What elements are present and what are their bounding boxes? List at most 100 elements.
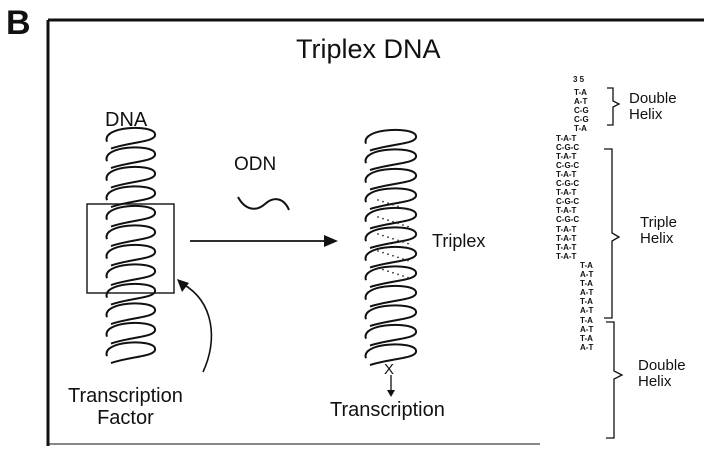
helix-turn bbox=[107, 342, 156, 363]
base-pair-triple: T-A-T bbox=[556, 171, 576, 179]
third-strand-dot bbox=[387, 236, 389, 238]
third-strand-dot bbox=[407, 260, 409, 262]
third-strand-dot bbox=[392, 238, 394, 240]
third-strand-dot bbox=[377, 233, 379, 235]
dna-double-helix bbox=[107, 128, 156, 363]
helix-turn bbox=[366, 227, 417, 248]
helix-turn bbox=[107, 303, 156, 324]
third-strand-dot bbox=[402, 258, 404, 260]
triple-line1: Triple bbox=[640, 215, 677, 231]
helix-turn bbox=[366, 188, 417, 209]
helix-turn bbox=[366, 305, 417, 326]
triple-line2: Helix bbox=[640, 231, 677, 247]
third-strand-dot bbox=[387, 270, 389, 272]
triple-helix-label: Triple Helix bbox=[640, 215, 677, 247]
third-strand-dot bbox=[397, 240, 399, 242]
helix-turn bbox=[107, 147, 156, 168]
third-strand-dot bbox=[387, 202, 389, 204]
base-pair-triple: T-A-T bbox=[556, 207, 576, 215]
third-strand-dot bbox=[392, 272, 394, 274]
third-strand-dot bbox=[382, 235, 384, 237]
triplex-label: Triplex bbox=[432, 232, 485, 250]
third-strand-dot bbox=[392, 255, 394, 257]
top-double-line2: Helix bbox=[629, 107, 677, 123]
helix-turn bbox=[107, 264, 156, 285]
third-strand-dot bbox=[382, 269, 384, 271]
third-strand-dot bbox=[377, 199, 379, 201]
base-pair-bottom-double: T-A bbox=[580, 335, 593, 343]
bracket-bottom-double bbox=[606, 322, 622, 438]
panel-frame bbox=[48, 20, 704, 446]
transcription-factor-line2: Factor bbox=[68, 407, 183, 429]
base-pair-bottom-double: A-T bbox=[580, 271, 593, 279]
helix-turn bbox=[366, 130, 417, 151]
third-strand-dot bbox=[377, 267, 379, 269]
odn-strand bbox=[238, 197, 289, 210]
dna-label: DNA bbox=[105, 110, 147, 130]
third-strand-dot bbox=[377, 250, 379, 252]
base-pair-top-double: T-A bbox=[574, 89, 587, 97]
base-pair-top-double: C-G bbox=[574, 107, 589, 115]
base-pair-triple: C-G-C bbox=[556, 198, 579, 206]
binding-arrowhead bbox=[324, 235, 338, 247]
third-strand-dot bbox=[407, 226, 409, 228]
third-strand-dot bbox=[407, 277, 409, 279]
third-strand-dot bbox=[382, 252, 384, 254]
base-pair-triple: C-G-C bbox=[556, 144, 579, 152]
base-pair-top-double: T-A bbox=[574, 125, 587, 133]
third-strand-dot bbox=[402, 207, 404, 209]
triplex-helix bbox=[366, 130, 417, 365]
base-pair-triple: T-A-T bbox=[556, 253, 576, 261]
third-strand-dot bbox=[402, 275, 404, 277]
base-pair-triple: T-A-T bbox=[556, 189, 576, 197]
bracket-top-double bbox=[607, 88, 619, 125]
blocked-mark: X bbox=[384, 362, 394, 377]
base-pair-triple: T-A-T bbox=[556, 135, 576, 143]
transcription-factor-arrow bbox=[183, 284, 211, 372]
helix-turn bbox=[107, 167, 156, 188]
helix-turn bbox=[366, 266, 417, 287]
helix-turn bbox=[366, 208, 417, 229]
third-strand-dot bbox=[382, 201, 384, 203]
bracket-triple bbox=[604, 149, 619, 318]
base-pair-bottom-double: T-A bbox=[580, 262, 593, 270]
third-strand-dot bbox=[407, 243, 409, 245]
third-strand-dot bbox=[407, 209, 409, 211]
third-strand-dot bbox=[387, 219, 389, 221]
bottom-double-line2: Helix bbox=[638, 374, 686, 390]
base-pair-top-double: C-G bbox=[574, 116, 589, 124]
helix-turn bbox=[366, 247, 417, 268]
third-strand-dot bbox=[397, 274, 399, 276]
base-pair-triple: C-G-C bbox=[556, 162, 579, 170]
transcription-label: Transcription bbox=[330, 400, 445, 420]
panel-letter: B bbox=[6, 6, 31, 40]
transcription-factor-label: Transcription Factor bbox=[68, 385, 183, 430]
third-strand-dot bbox=[397, 223, 399, 225]
third-strand-dot bbox=[402, 241, 404, 243]
helix-turn bbox=[107, 225, 156, 246]
third-strand-dot bbox=[397, 206, 399, 208]
base-pair-triple: T-A-T bbox=[556, 226, 576, 234]
diagram-title: Triplex DNA bbox=[296, 36, 441, 63]
helix-turn bbox=[107, 284, 156, 305]
transcription-arrowhead bbox=[387, 390, 395, 397]
base-pair-triple: C-G-C bbox=[556, 216, 579, 224]
helix-turn bbox=[107, 206, 156, 227]
top-double-helix-label: Double Helix bbox=[629, 91, 677, 123]
helix-turn bbox=[107, 323, 156, 344]
third-strand-dot bbox=[382, 218, 384, 220]
helix-turn bbox=[366, 325, 417, 346]
third-strand-dot bbox=[397, 257, 399, 259]
odn-label: ODN bbox=[234, 155, 276, 174]
sequence-strand-ends: 3 5 bbox=[573, 76, 584, 84]
transcription-factor-arrowhead bbox=[177, 279, 189, 292]
top-double-line1: Double bbox=[629, 91, 677, 107]
third-strand-dot bbox=[392, 221, 394, 223]
helix-turn bbox=[107, 245, 156, 266]
third-strand-dot bbox=[402, 224, 404, 226]
third-strand-dot bbox=[387, 253, 389, 255]
bottom-double-line1: Double bbox=[638, 358, 686, 374]
base-pair-triple: T-A-T bbox=[556, 235, 576, 243]
base-pair-triple: C-G-C bbox=[556, 180, 579, 188]
